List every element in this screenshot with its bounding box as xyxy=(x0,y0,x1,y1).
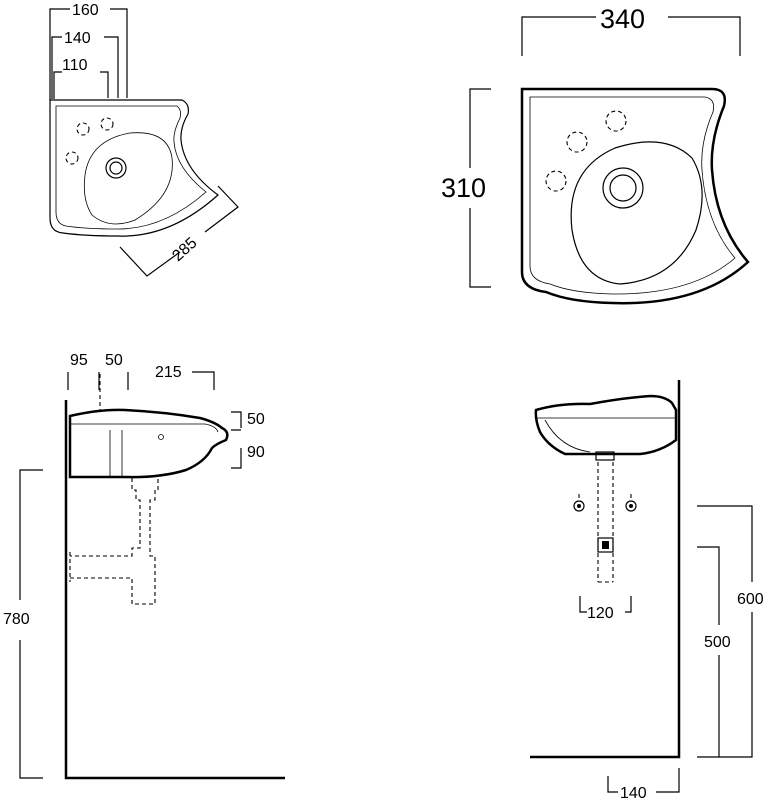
dim-label-600: 600 xyxy=(737,591,764,608)
valve-right-front xyxy=(625,500,637,512)
basin-outline-large xyxy=(520,87,750,305)
dim-label-215: 215 xyxy=(155,364,182,381)
plan-view-small: 160 140 110 285 xyxy=(49,2,239,277)
trap-nut-front xyxy=(597,537,614,553)
dim-label-110: 110 xyxy=(62,57,88,74)
basin-bowl-front xyxy=(544,419,591,453)
dim-label-140: 140 xyxy=(64,30,91,47)
dim-line-110 xyxy=(53,71,109,99)
dim-line-285 xyxy=(119,185,239,277)
overflow-side xyxy=(158,434,164,440)
tap-hole-large-2 xyxy=(605,110,627,132)
tap-hole-small-2 xyxy=(100,117,114,131)
dim-line-140 xyxy=(51,36,119,99)
dim-lines-top-side xyxy=(67,371,215,390)
dim-line-310 xyxy=(469,88,491,288)
basin-rim-side xyxy=(70,423,219,433)
dim-label-500: 500 xyxy=(704,634,731,651)
waste-outlet-front xyxy=(595,451,615,461)
dim-label-285: 285 xyxy=(169,234,200,265)
drain-inner-small xyxy=(109,161,123,175)
basin-rim-large xyxy=(529,96,736,295)
wall-floor-side xyxy=(64,400,285,780)
valve-left-core-front xyxy=(577,504,581,508)
drain-outer-small xyxy=(105,157,127,179)
wall-floor-front xyxy=(530,380,681,759)
dim-label-340: 340 xyxy=(600,4,645,34)
dim-label-780: 780 xyxy=(3,611,30,628)
dim-label-90: 90 xyxy=(247,444,265,461)
dim-lines-right-side xyxy=(231,411,242,469)
tap-hole-small-1 xyxy=(76,122,90,136)
dim-line-160 xyxy=(49,8,128,100)
dim-label-140-bottom: 140 xyxy=(620,785,647,800)
tap-hole-small-3 xyxy=(65,151,79,165)
front-view: 120 600 500 140 xyxy=(530,380,764,800)
dim-line-120 xyxy=(579,596,632,613)
basin-outline-small xyxy=(49,99,219,237)
basin-front xyxy=(534,394,678,456)
dim-label-95: 95 xyxy=(70,352,88,369)
valve-left-front xyxy=(573,500,585,512)
tap-hole-large-3 xyxy=(545,170,567,192)
side-view: 95 50 215 50 90 780 xyxy=(3,352,285,780)
dim-line-500 xyxy=(697,546,720,757)
dim-label-310: 310 xyxy=(441,173,486,203)
basin-rim-small xyxy=(55,105,207,230)
basin-bowl-large xyxy=(570,141,703,285)
tap-hole-large-1 xyxy=(566,131,588,153)
basin-bowl-small xyxy=(83,132,173,225)
trap-side xyxy=(70,478,159,605)
plan-view-large: 340 310 xyxy=(441,4,750,305)
basin-side xyxy=(68,408,229,479)
dim-label-50-top: 50 xyxy=(105,352,123,369)
drain-outer-large xyxy=(602,167,644,209)
dim-label-160: 160 xyxy=(72,2,99,19)
dim-label-120: 120 xyxy=(587,605,614,622)
drain-inner-large xyxy=(609,174,637,202)
valve-right-core-front xyxy=(629,504,633,508)
dim-line-780 xyxy=(19,469,43,779)
trap-nut-core-front xyxy=(602,541,609,549)
trap-front xyxy=(597,462,614,583)
dim-line-340 xyxy=(521,16,741,56)
dim-label-50-right: 50 xyxy=(247,411,265,428)
dim-line-600 xyxy=(697,505,753,758)
dim-line-140-bottom xyxy=(607,768,680,793)
basin-support-side xyxy=(109,430,123,476)
